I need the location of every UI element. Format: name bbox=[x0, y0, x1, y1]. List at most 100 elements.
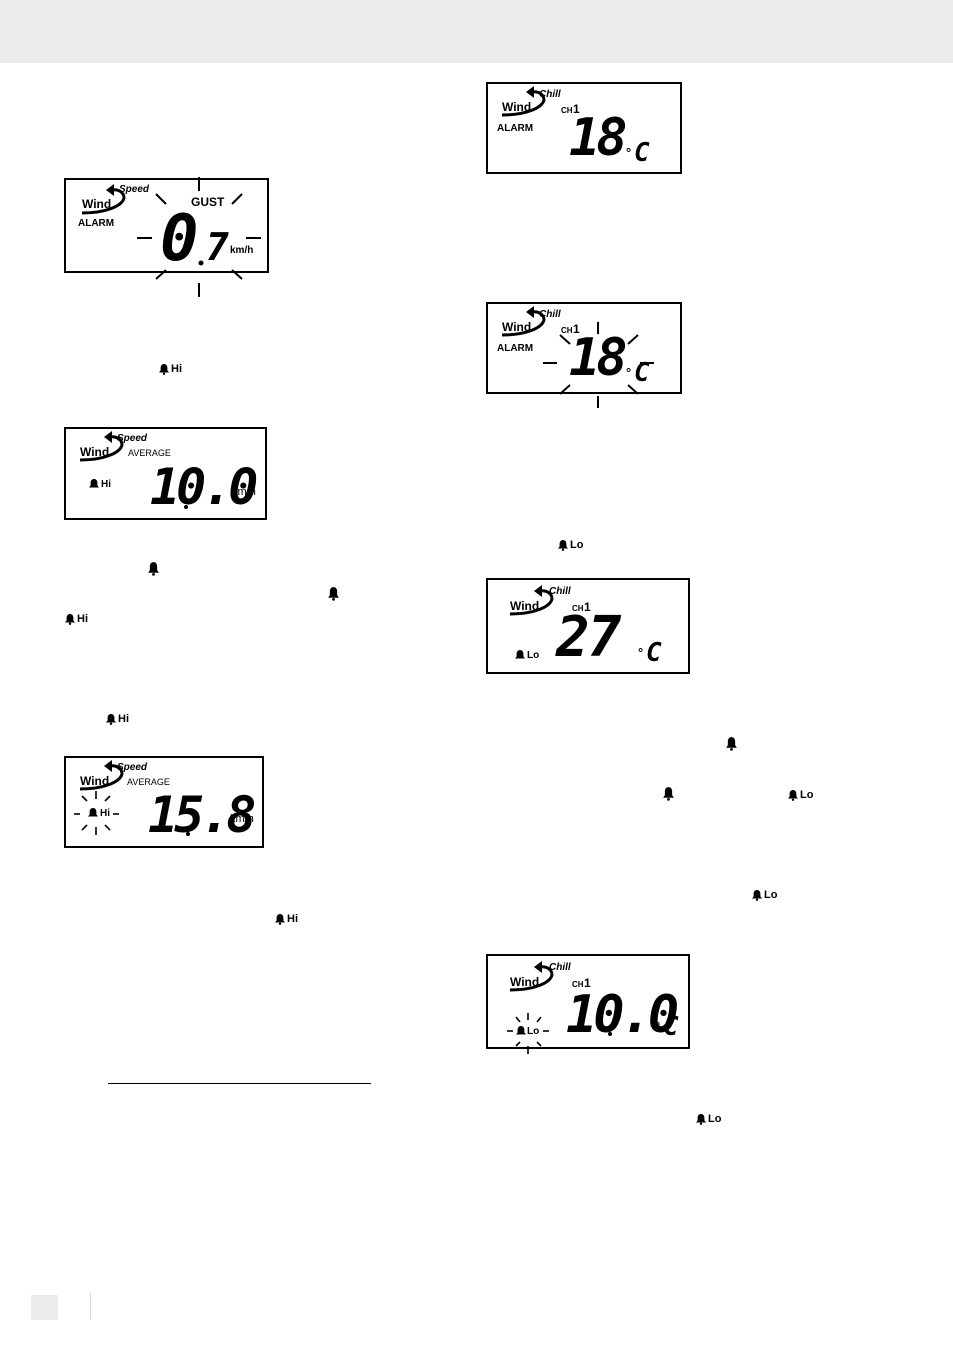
unit-label: km/h bbox=[232, 486, 256, 498]
channel-number: 1 bbox=[573, 102, 580, 116]
bell-icon bbox=[788, 790, 798, 801]
bell-icon bbox=[106, 714, 116, 725]
decimal-point-icon bbox=[184, 505, 188, 509]
average-hi-graphics bbox=[79, 431, 188, 509]
wind-swoosh-icon bbox=[81, 184, 126, 215]
wind-label: Wind bbox=[80, 445, 110, 459]
celsius-letter: C bbox=[663, 1012, 679, 1042]
speed-label: Speed bbox=[117, 433, 148, 444]
lo-label: Lo bbox=[527, 1026, 540, 1037]
average-value: 10.0 bbox=[150, 458, 258, 516]
bell-icon bbox=[663, 787, 674, 801]
channel-number: 1 bbox=[584, 600, 591, 614]
chill-value: 10.0 bbox=[566, 985, 679, 1045]
lcd-chill-alarm: Wind Chill CH 1 ALARM 18 ° C bbox=[486, 82, 682, 174]
decimal-point-icon bbox=[186, 832, 190, 836]
hi-label: Hi bbox=[77, 613, 88, 625]
wind-label: Wind bbox=[82, 197, 112, 211]
bell-icon bbox=[88, 808, 98, 817]
channel-label: CH bbox=[572, 980, 584, 989]
section-underline bbox=[108, 1083, 371, 1084]
gust-value-decimal: 7 bbox=[206, 225, 229, 269]
wind-swoosh-icon bbox=[509, 961, 554, 992]
inline-hi-symbol-2: Hi bbox=[64, 613, 88, 625]
bell-icon bbox=[696, 1114, 706, 1125]
wind-swoosh-icon bbox=[501, 306, 546, 337]
lcd-chill-lo: Wind Chill CH 1 Lo 27 ° C bbox=[486, 578, 690, 674]
page-number-box bbox=[31, 1295, 58, 1320]
channel-label: CH bbox=[561, 106, 573, 115]
bell-icon bbox=[159, 364, 169, 375]
degree-symbol: ° bbox=[626, 145, 632, 160]
degree-symbol: ° bbox=[655, 1019, 661, 1034]
speed-label: Speed bbox=[119, 184, 150, 195]
chill-label: Chill bbox=[549, 586, 571, 597]
inline-lo-symbol-1: Lo bbox=[557, 539, 583, 551]
bell-icon bbox=[726, 737, 737, 751]
wind-label: Wind bbox=[510, 975, 540, 989]
wind-label: Wind bbox=[80, 774, 110, 788]
lo-label: Lo bbox=[800, 789, 814, 801]
decimal-point-icon bbox=[608, 1032, 612, 1036]
lcd-gust-alarm: Wind Speed ALARM GUST 0 7 km/h bbox=[64, 177, 269, 297]
alarm-label: ALARM bbox=[497, 343, 534, 354]
channel-number: 1 bbox=[573, 322, 580, 336]
inline-hi-symbol-4: Hi bbox=[274, 913, 298, 925]
hi-label: Hi bbox=[118, 713, 129, 725]
celsius-letter: C bbox=[634, 358, 650, 388]
chill-label: Chill bbox=[549, 962, 571, 973]
hi-label: Hi bbox=[287, 913, 298, 925]
wind-swoosh-icon bbox=[79, 760, 124, 791]
hi-label: Hi bbox=[171, 363, 182, 375]
inline-hi-symbol-1: Hi bbox=[158, 363, 182, 375]
lcd-chill-alarm-flashing: Wind Chill CH 1 ALARM 18 ° C bbox=[486, 302, 682, 408]
lcd-average-hi-flashing: Wind Speed AVERAGE Hi 15.8 km/h bbox=[64, 756, 264, 848]
chill-label: Chill bbox=[539, 89, 561, 100]
degree-symbol: ° bbox=[626, 365, 632, 380]
degree-symbol: ° bbox=[638, 645, 644, 660]
unit-label: km/h bbox=[230, 245, 254, 256]
alarm-label: ALARM bbox=[497, 123, 534, 134]
flash-rays-icon bbox=[74, 791, 119, 835]
channel-label: CH bbox=[561, 326, 573, 335]
chill-lo-graphics bbox=[509, 585, 554, 659]
inline-hi-symbol-3: Hi bbox=[105, 713, 129, 725]
chill-value: 18 bbox=[569, 108, 628, 168]
bell-icon bbox=[148, 562, 159, 576]
bell-icon bbox=[558, 540, 568, 551]
average-label: AVERAGE bbox=[128, 448, 171, 458]
bell-icon bbox=[89, 479, 99, 488]
alarm-label: ALARM bbox=[78, 218, 115, 229]
inline-lo-symbol-2: Lo bbox=[787, 789, 813, 801]
wind-label: Wind bbox=[502, 320, 532, 334]
flash-rays-icon bbox=[137, 177, 261, 297]
average-label: AVERAGE bbox=[127, 777, 170, 787]
bell-icon bbox=[516, 1026, 526, 1035]
bell-icon bbox=[328, 587, 339, 601]
chill-label: Chill bbox=[539, 309, 561, 320]
bell-icon bbox=[752, 890, 762, 901]
page-header-band bbox=[0, 0, 953, 63]
lcd-average-hi: Wind Speed AVERAGE Hi 10.0 km/h bbox=[64, 427, 267, 520]
wind-swoosh-icon bbox=[509, 585, 554, 616]
hi-label: Hi bbox=[101, 479, 111, 490]
speed-label: Speed bbox=[117, 762, 148, 773]
wind-swoosh-icon bbox=[501, 86, 546, 117]
lo-label: Lo bbox=[764, 889, 778, 901]
average-value: 15.8 bbox=[148, 786, 256, 844]
lo-label: Lo bbox=[708, 1113, 722, 1125]
hi-label: Hi bbox=[100, 808, 110, 819]
inline-lo-symbol-4: Lo bbox=[695, 1113, 721, 1125]
bell-icon bbox=[515, 650, 525, 659]
lo-label: Lo bbox=[570, 539, 584, 551]
lo-label: Lo bbox=[527, 650, 540, 661]
lcd-chill-lo-flashing: Wind Chill CH 1 Lo 10.0 ° C bbox=[486, 954, 690, 1054]
channel-number: 1 bbox=[584, 976, 591, 990]
footer-divider bbox=[90, 1293, 91, 1320]
chill-alarm-flash-graphics bbox=[501, 306, 654, 408]
chill-value: 18 bbox=[569, 328, 628, 388]
average-hi-flash-graphics bbox=[74, 760, 190, 836]
unit-label: km/h bbox=[230, 813, 254, 825]
inline-lo-symbol-3: Lo bbox=[751, 889, 777, 901]
chill-alarm-graphics bbox=[501, 86, 546, 117]
